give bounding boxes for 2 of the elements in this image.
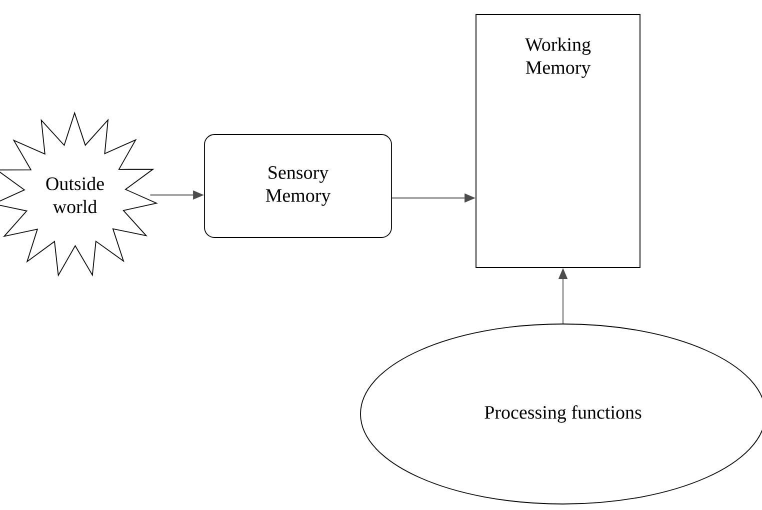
memory-box: Working Memory	[476, 14, 640, 268]
process-box: Sensory Memory	[204, 134, 392, 238]
